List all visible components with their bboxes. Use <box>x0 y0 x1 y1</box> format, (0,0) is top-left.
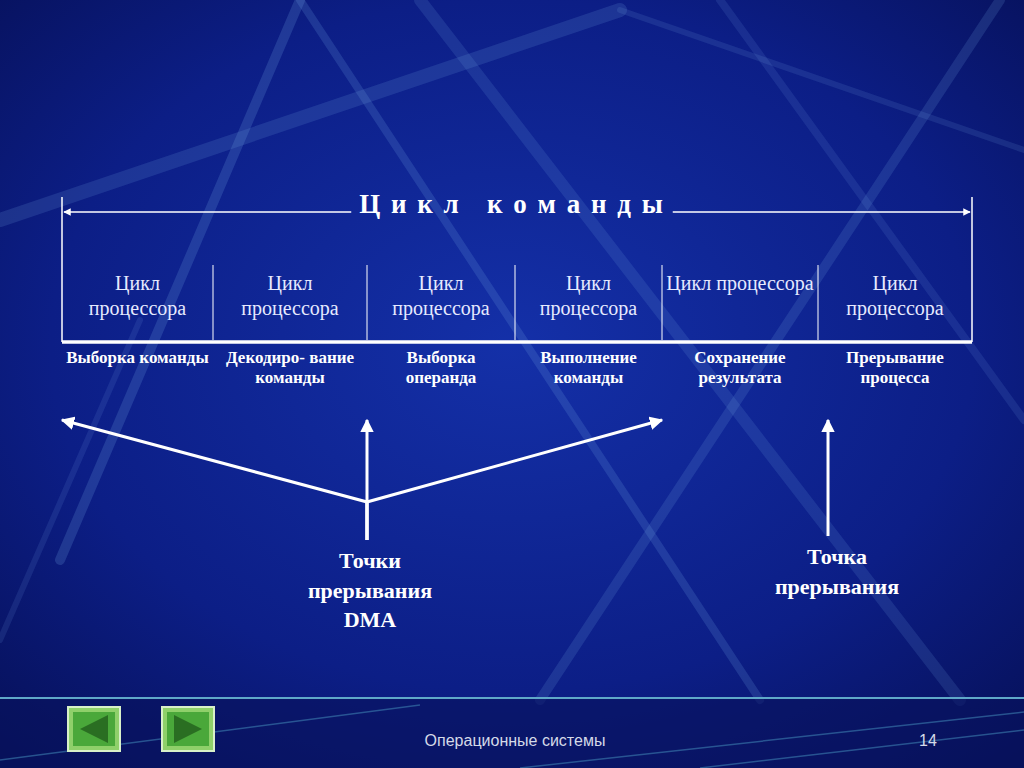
footer-rule <box>0 697 1024 699</box>
footer-decor <box>0 705 1024 768</box>
cycle-label: Цикл процессора <box>662 265 818 342</box>
footer-band <box>0 698 1024 768</box>
stage-label: Выборка команды <box>62 348 213 368</box>
processor-cycle-band: Цикл процессораВыборка операнда <box>367 265 515 420</box>
stage-label: Выборка операнда <box>367 348 515 389</box>
cycle-label: Цикл процессора <box>213 265 367 342</box>
cycle-label: Цикл процессора <box>367 265 515 342</box>
nav-back-button <box>68 707 120 751</box>
stage-label: Сохранение результата <box>662 348 818 389</box>
span-arrow-left <box>64 211 351 213</box>
nav-forward-button <box>162 707 214 751</box>
processor-cycle-band: Цикл процессораВыполнение команды <box>515 265 662 420</box>
processor-cycle-band: Цикл процессораПрерывание процесса <box>818 265 972 420</box>
footer-title: Операционные системы <box>425 732 606 750</box>
callout-box: Точки прерывания DMA <box>282 540 458 641</box>
decor-lines <box>0 0 1024 700</box>
stage-label: Декодиро- вание команды <box>213 348 367 389</box>
processor-cycle-band: Цикл процессораВыборка команды <box>62 265 213 420</box>
processor-cycle-band: Цикл процессораДекодиро- вание команды <box>213 265 367 420</box>
connector-arrow <box>367 420 662 540</box>
stage-label: Выполнение команды <box>515 348 662 389</box>
callout-text: Точка прерывания <box>742 536 932 607</box>
callout-box: Точка прерывания <box>742 536 932 607</box>
cycle-label: Цикл процессора <box>515 265 662 342</box>
connector-arrow <box>827 420 830 536</box>
title-row: Ц и к л к о м а н д ы <box>0 189 1024 220</box>
span-arrow-right <box>673 211 970 213</box>
processor-cycle-band: Цикл процессораСохранение результата <box>662 265 818 420</box>
connector-arrow <box>62 420 367 540</box>
slide-number: 14 <box>919 732 937 750</box>
cycle-label: Цикл процессора <box>62 265 213 342</box>
diagram-title: Ц и к л к о м а н д ы <box>359 189 665 219</box>
callout-text: Точки прерывания DMA <box>282 540 458 641</box>
stage-label: Прерывание процесса <box>818 348 972 389</box>
cycle-label: Цикл процессора <box>818 265 972 342</box>
